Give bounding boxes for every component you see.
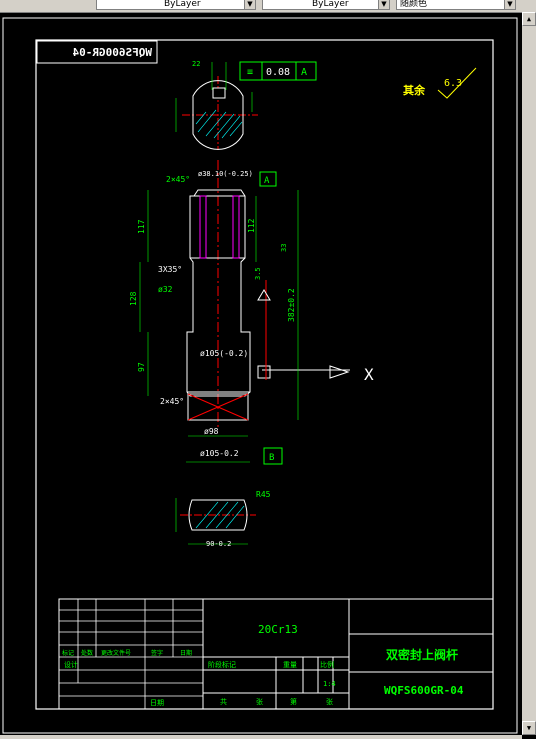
scale-value: 1:4	[323, 680, 336, 688]
material-text: 20Cr13	[258, 623, 298, 636]
drawing-canvas[interactable]: WQFS600GR-04 其余 6.3 22 ≡ 0.08 A	[0, 12, 522, 739]
lineweight-value: ByLayer	[312, 0, 349, 9]
sheet-total-label: 共	[220, 697, 227, 706]
chevron-down-icon[interactable]: ▼	[504, 0, 515, 9]
dim-117: 117	[137, 219, 146, 234]
stage-label: 阶段标记	[208, 660, 236, 669]
weight-label: 重量	[283, 661, 297, 669]
top-cross-section: 22 ≡ 0.08 A	[175, 60, 317, 150]
row-label-sign: 签字	[151, 649, 163, 657]
bottom-diameter-dim: ø98	[204, 427, 219, 436]
row-label-file: 更改文件号	[101, 649, 131, 657]
chevron-down-icon[interactable]: ▼	[378, 0, 389, 9]
flatness-value: 0.08	[266, 67, 290, 78]
section-symbol: X	[364, 365, 374, 384]
flatness-symbol: ≡	[247, 67, 253, 78]
date-label: 日期	[150, 699, 164, 707]
row-label-mark: 标记	[62, 649, 74, 657]
sheet-unit2-label: 张	[326, 697, 333, 706]
chamfer-top-dim: 2×45°	[166, 175, 190, 184]
design-label: 设计	[64, 660, 78, 669]
sheet-outer-border	[2, 17, 518, 734]
side-dim-33: 33	[280, 244, 288, 252]
sheet-number-label: 第	[290, 697, 297, 706]
plotstyle-value: 随颜色	[400, 0, 428, 9]
datum-b: B	[269, 453, 274, 463]
key-width-dim: 22	[192, 60, 200, 68]
roughness-label: 其余	[403, 83, 426, 97]
dim-3x35: 3X35°	[158, 265, 182, 274]
linetype-value: ByLayer	[164, 0, 201, 9]
dim-112: 112	[247, 218, 256, 233]
flatness-datum: A	[301, 67, 307, 78]
bottom-cross-section: R45 90-0.2	[175, 490, 271, 548]
lineweight-combo[interactable]: ByLayer ▼	[262, 0, 390, 10]
radius-dim: R45	[256, 490, 271, 499]
row-label-date: 日期	[180, 649, 192, 657]
chevron-down-icon[interactable]: ▼	[244, 0, 255, 9]
shaft-elevation: X	[186, 160, 374, 430]
title-block: 20Cr13 双密封上阀杆 WQFS600GR-04 标记 处数 更改文件号 签…	[58, 598, 494, 710]
datum-a: A	[264, 176, 270, 186]
roughness-symbol	[437, 67, 477, 99]
mirrored-title: WQFS600GR-04	[72, 46, 152, 59]
plotstyle-combo[interactable]: 随颜色 ▼	[396, 0, 516, 10]
section-width-dim: 90-0.2	[206, 540, 231, 548]
scroll-down-icon[interactable]: ▼	[522, 721, 536, 735]
dim-128: 128	[129, 291, 138, 306]
shaft-dimensions: 2×45° ø38.10(-0.25) A 117 112 3X35° 128 …	[129, 170, 299, 465]
horizontal-scrollbar[interactable]	[0, 735, 522, 739]
shoulder-diameter-dim: ø105(-0.2)	[200, 349, 248, 358]
dim-mid-diameter: ø32	[158, 285, 173, 294]
chamfer-bottom-dim: 2×45°	[160, 397, 184, 406]
total-length-dim: 382±0.2	[287, 288, 296, 322]
vertical-scrollbar[interactable]: ▲ ▼	[522, 12, 536, 735]
row-label-count: 处数	[81, 649, 93, 657]
roughness-value: 6.3	[444, 78, 462, 89]
properties-toolbar: ByLayer ▼ ByLayer ▼ 随颜色 ▼	[0, 0, 536, 13]
sheet-inner-border	[35, 39, 494, 710]
scale-label: 比例	[320, 660, 334, 669]
drawing-number-text: WQFS600GR-04	[384, 684, 464, 697]
part-name-text: 双密封上阀杆	[386, 647, 458, 662]
side-dim-3-5: 3.5	[254, 267, 262, 280]
dim-97: 97	[137, 362, 146, 372]
sheet-unit-label: 张	[256, 697, 263, 706]
top-diameter-dim: ø38.10(-0.25)	[198, 170, 253, 178]
scroll-up-icon[interactable]: ▲	[522, 12, 536, 26]
mirrored-title-box	[36, 40, 158, 64]
linetype-combo[interactable]: ByLayer ▼	[96, 0, 256, 10]
bottom-diameter-tol-dim: ø105-0.2	[200, 449, 239, 458]
